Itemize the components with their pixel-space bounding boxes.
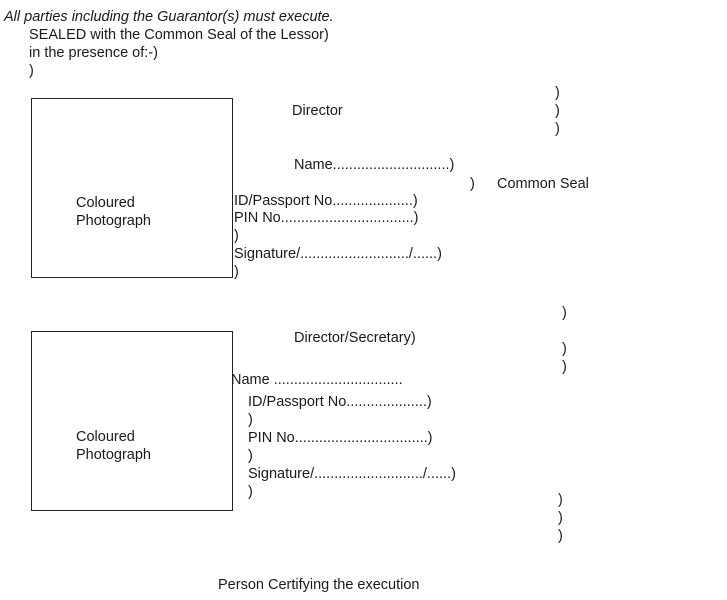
signature-field-1: Signature/.........................../..…: [234, 246, 442, 262]
right-paren-2d: ): [558, 492, 563, 508]
pin-field-2: PIN No.................................): [248, 430, 433, 446]
header-paren: ): [29, 63, 34, 79]
right-paren-1a: ): [555, 85, 560, 101]
photo-label-2a: Coloured: [76, 429, 135, 445]
right-paren-2e: ): [558, 510, 563, 526]
sealed-line: SEALED with the Common Seal of the Lesso…: [29, 27, 329, 43]
right-paren-2c: ): [562, 359, 567, 375]
signature-field-2: Signature/.........................../..…: [248, 466, 456, 482]
person-certifying-label: Person Certifying the execution: [218, 577, 420, 593]
photograph-box-2: Coloured Photograph: [31, 331, 233, 511]
photo-label-1a: Coloured: [76, 195, 135, 211]
right-paren-1b: ): [555, 103, 560, 119]
pin-field-1: PIN No.................................): [234, 210, 419, 226]
paren-2c: ): [248, 484, 253, 500]
name-field-1: Name.............................): [294, 157, 455, 173]
paren-2b: ): [248, 448, 253, 464]
seal-paren: ): [470, 176, 475, 192]
right-paren-1c: ): [555, 121, 560, 137]
photo-label-1b: Photograph: [76, 213, 151, 229]
paren-2a: ): [248, 412, 253, 428]
id-passport-field-2: ID/Passport No....................): [248, 394, 432, 410]
presence-line: in the presence of:-): [29, 45, 158, 61]
paren-1b: ): [234, 264, 239, 280]
id-passport-field-1: ID/Passport No....................): [234, 193, 418, 209]
right-paren-2a: ): [562, 305, 567, 321]
instruction-text: All parties including the Guarantor(s) m…: [4, 9, 334, 25]
paren-1a: ): [234, 228, 239, 244]
right-paren-2f: ): [558, 528, 563, 544]
photo-label-2b: Photograph: [76, 447, 151, 463]
director-label: Director: [292, 103, 343, 119]
right-paren-2b: ): [562, 341, 567, 357]
photograph-box-1: Coloured Photograph: [31, 98, 233, 278]
common-seal-label: Common Seal: [497, 176, 589, 192]
director-secretary-label: Director/Secretary): [294, 330, 416, 346]
name-field-2: Name ................................: [231, 372, 403, 388]
